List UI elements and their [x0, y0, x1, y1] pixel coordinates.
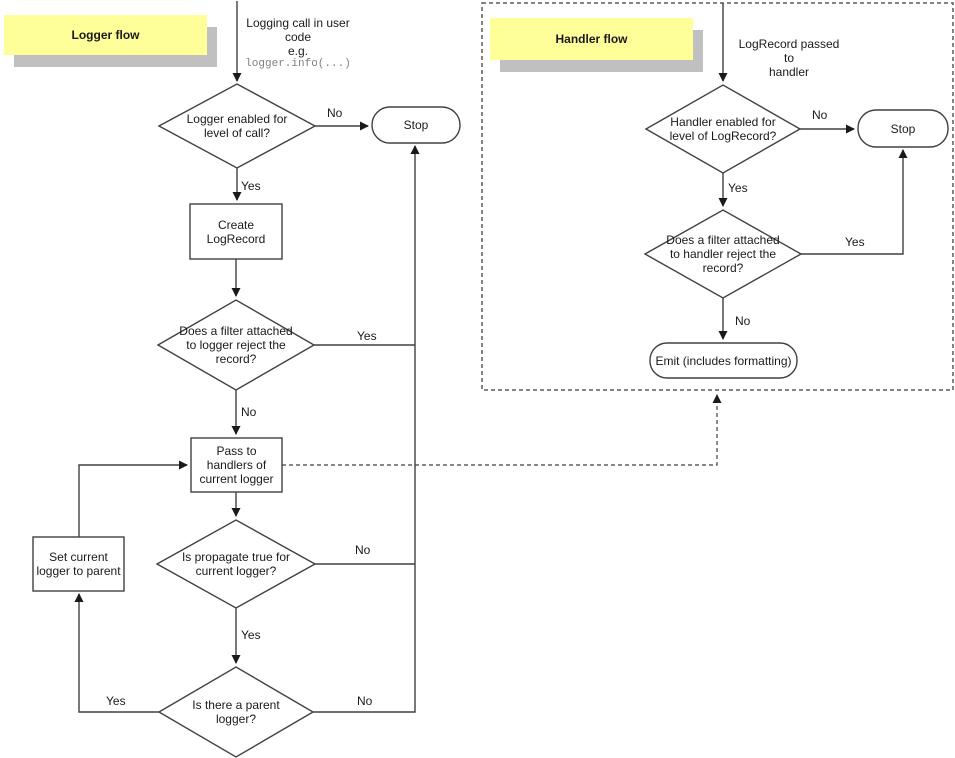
edge-label-logger-filter-yes: Yes [357, 329, 377, 343]
parent-logger-diamond [157, 666, 315, 758]
edge-label-logger-enabled-no: No [327, 106, 343, 120]
edge-label-propagate-yes: Yes [241, 628, 261, 642]
edge-label-logger-enabled-yes: Yes [241, 179, 261, 193]
handler-flow-tag: Handler flow [490, 18, 693, 60]
dashed-connector-to-handler [282, 394, 722, 466]
set-current-logger-node [32, 536, 125, 592]
pass-to-handlers-node [190, 437, 283, 493]
arrow-parent-yes [74, 593, 159, 713]
arrow-return-to-stop [313, 145, 420, 713]
handler-stop-node [857, 109, 949, 148]
create-logrecord-node [189, 203, 283, 260]
propagate-diamond [155, 519, 317, 609]
edge-label-parent-yes: Yes [106, 694, 126, 708]
arrow-h-filter-yes [801, 149, 908, 255]
arrow-setparent-to-pass [78, 460, 188, 537]
edge-label-logger-filter-no: No [241, 405, 257, 419]
logger-enabled-diamond [157, 83, 317, 169]
logger-entry-code: logger.info(...) [245, 58, 351, 70]
logger-stop-node [371, 106, 461, 144]
handler-filter-diamond [643, 209, 803, 299]
handler-entry-label: LogRecord passed to handler [738, 37, 840, 79]
logger-flow-tag: Logger flow [4, 15, 207, 55]
edge-label-handler-enabled-yes: Yes [728, 181, 748, 195]
handler-flow-container [481, 2, 954, 391]
logger-filter-diamond [156, 299, 316, 391]
edge-label-handler-filter-no: No [735, 314, 751, 328]
edge-label-handler-enabled-no: No [812, 108, 828, 122]
emit-node [649, 342, 798, 379]
edge-label-parent-no: No [357, 694, 373, 708]
handler-enabled-diamond [644, 84, 802, 174]
edge-label-propagate-no: No [355, 543, 371, 557]
logger-entry-label: Logging call in user code e.g. [246, 16, 350, 58]
edge-label-handler-filter-yes: Yes [845, 235, 865, 249]
